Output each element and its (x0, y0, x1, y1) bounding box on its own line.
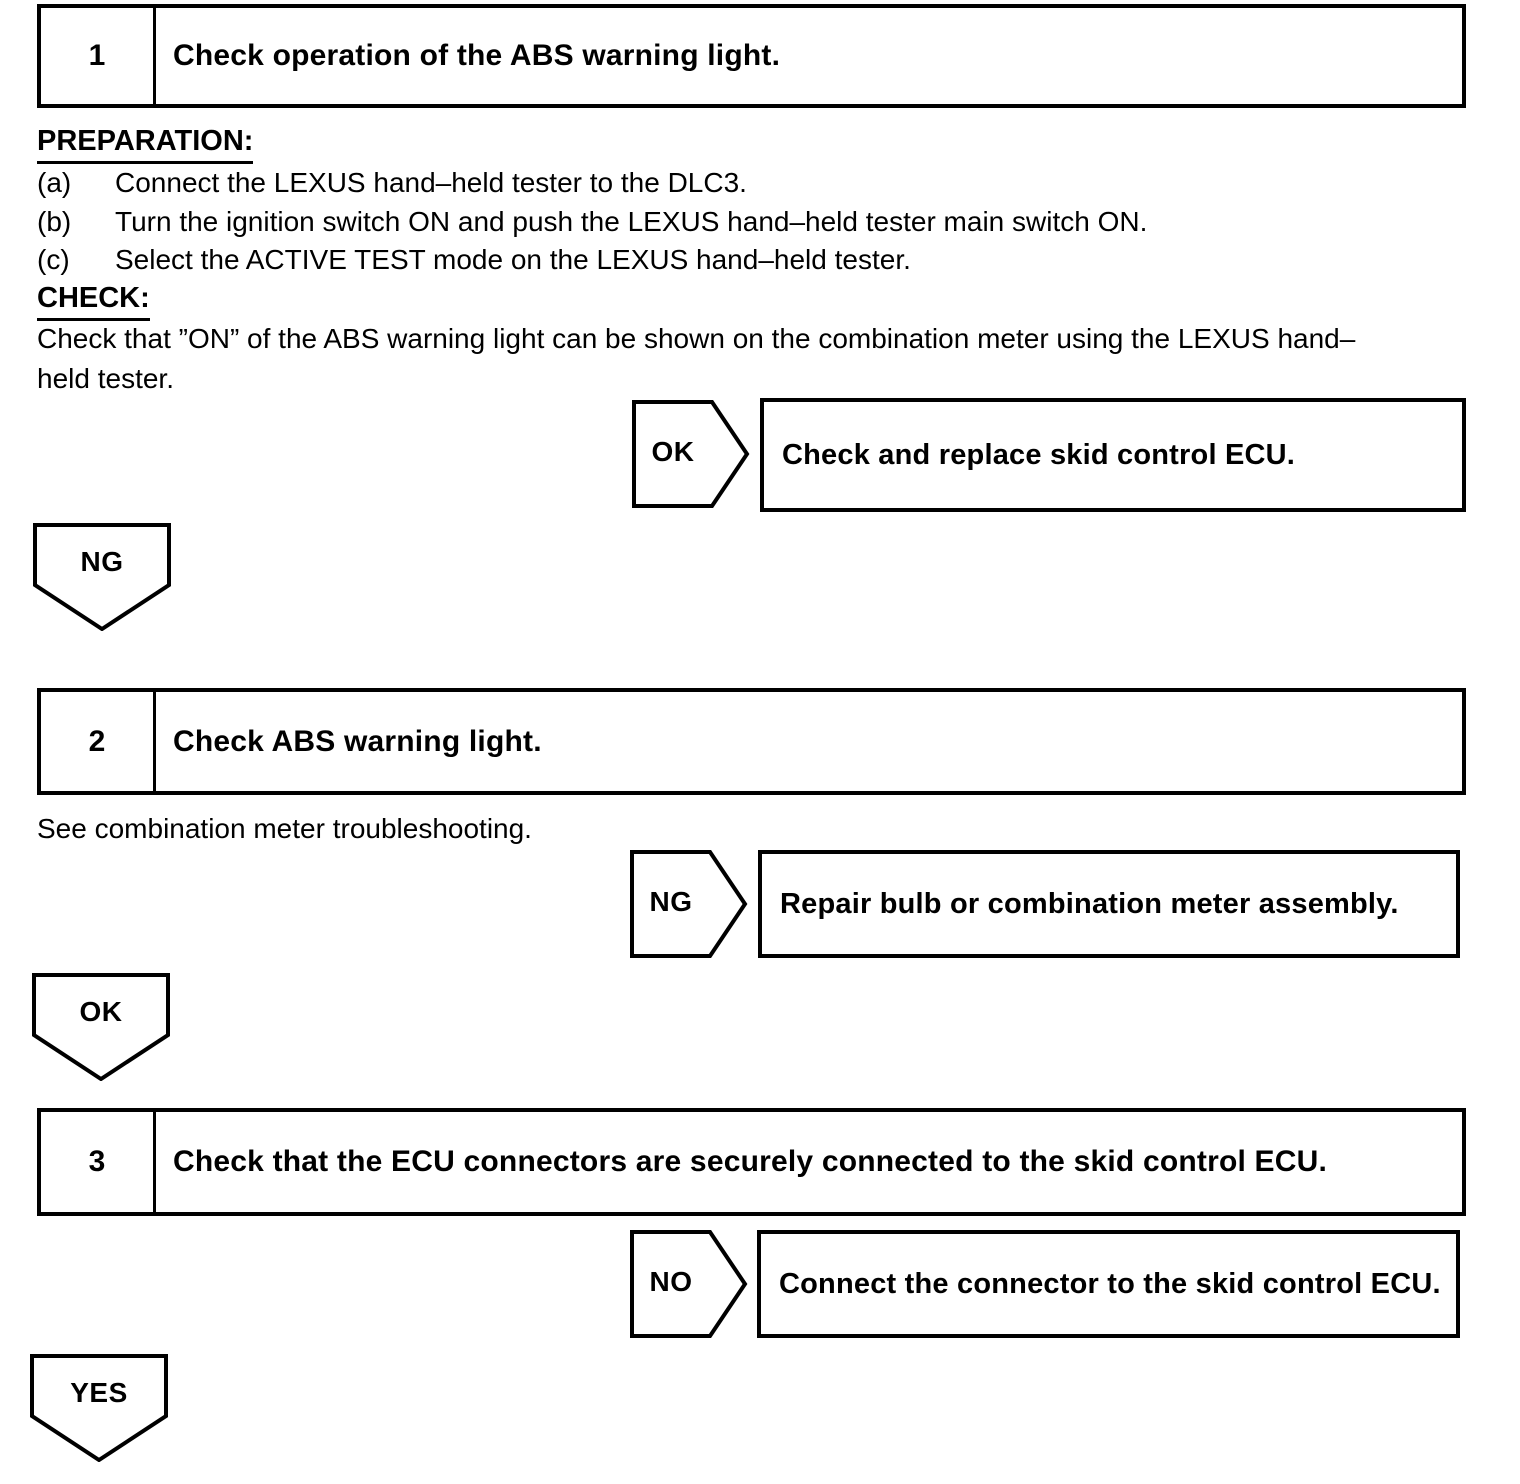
prep-item-text: Select the ACTIVE TEST mode on the LEXUS… (115, 244, 911, 275)
arrow-label: NG (649, 886, 693, 917)
step-1-box: 1 Check operation of the ABS warning lig… (37, 4, 1466, 108)
pentagon-arrow-right-icon (630, 1230, 748, 1338)
step-2-note: See combination meter troubleshooting. (37, 813, 532, 844)
step-3-box: 3 Check that the ECU connectors are secu… (37, 1108, 1466, 1216)
step-title: Check that the ECU connectors are secure… (173, 1145, 1328, 1178)
step-title: Check ABS warning light. (173, 724, 542, 758)
arrow-label: OK (651, 436, 695, 467)
result-box: Repair bulb or combination meter assembl… (758, 850, 1460, 958)
continue-arrow-ok: OK (32, 973, 170, 1081)
step-title: Check operation of the ABS warning light… (173, 39, 781, 72)
prep-item-label: (b) (37, 206, 72, 237)
pentagon-arrow-down-icon (32, 973, 170, 1081)
result-text: Repair bulb or combination meter assembl… (780, 887, 1399, 920)
preparation-heading-row: PREPARATION: (37, 124, 1477, 164)
pentagon-arrow-right-icon (630, 850, 748, 958)
arrow-label: YES (70, 1377, 128, 1408)
preparation-heading: PREPARATION: (37, 124, 254, 164)
check-text-line-1: Check that ”ON” of the ABS warning light… (37, 323, 1356, 354)
prep-item: (b) Turn the ignition switch ON and push… (37, 205, 1477, 239)
continue-arrow-ng: NG (33, 523, 171, 631)
step-number: 1 (41, 8, 156, 104)
step-number: 3 (41, 1112, 156, 1212)
prep-item-text: Turn the ignition switch ON and push the… (115, 206, 1148, 237)
arrow-label: OK (79, 996, 123, 1027)
prep-item: (c) Select the ACTIVE TEST mode on the L… (37, 243, 1477, 277)
prep-item-label: (a) (37, 167, 72, 198)
check-heading-row: CHECK: (37, 281, 1477, 321)
branch-arrow-ok: OK (632, 400, 750, 508)
arrow-label: NG (80, 546, 124, 577)
pentagon-arrow-down-icon (33, 523, 171, 631)
result-box: Connect the connector to the skid contro… (757, 1230, 1460, 1338)
branch-arrow-ng: NG (630, 850, 748, 958)
pentagon-arrow-down-icon (30, 1354, 168, 1462)
prep-item-label: (c) (37, 244, 70, 275)
prep-item-text: Connect the LEXUS hand–held tester to th… (115, 167, 747, 198)
check-text-line-2: held tester. (37, 363, 174, 394)
check-heading: CHECK: (37, 281, 150, 321)
prep-item: (a) Connect the LEXUS hand–held tester t… (37, 166, 1477, 200)
result-text: Check and replace skid control ECU. (782, 438, 1296, 471)
branch-arrow-no: NO (630, 1230, 748, 1338)
step-number: 2 (41, 692, 156, 791)
step-2-box: 2 Check ABS warning light. (37, 688, 1466, 795)
arrow-label: NO (649, 1266, 693, 1297)
continue-arrow-yes: YES (30, 1354, 168, 1462)
result-box: Check and replace skid control ECU. (760, 398, 1466, 512)
result-text: Connect the connector to the skid contro… (779, 1267, 1441, 1300)
pentagon-arrow-right-icon (632, 400, 750, 508)
